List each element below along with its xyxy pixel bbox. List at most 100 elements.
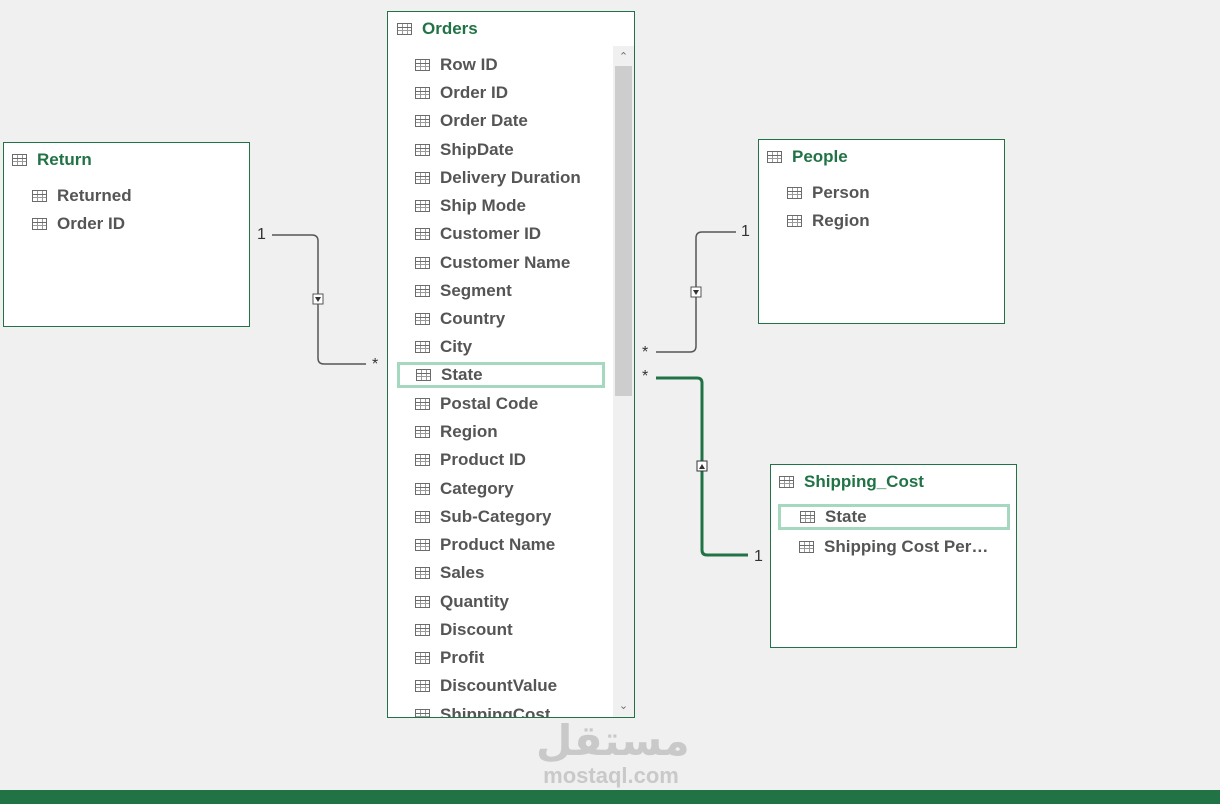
field-item[interactable]: Order ID [32,211,125,237]
cardinality-many-orders-return: * [372,356,379,373]
cardinality-many-orders-people: * [642,344,649,361]
field-item[interactable]: City [415,334,472,360]
field-label: Country [440,309,506,328]
scroll-down-icon[interactable]: ⌄ [618,700,629,712]
field-icon [415,87,430,99]
field-item[interactable]: Quantity [415,589,509,615]
field-item-selected[interactable]: State [778,504,1010,530]
field-label: State [441,365,483,384]
field-label: Postal Code [440,394,539,413]
table-header[interactable]: Orders [388,12,634,46]
field-icon [415,144,430,156]
field-item[interactable]: Shipping Cost Per… [799,534,988,560]
watermark-logo: مستقل mostaql.com [536,718,690,788]
table-card-shipping-cost[interactable]: Shipping_Cost State Shipping Cost Per… [770,464,1017,648]
relationship-arrow-icon [696,460,708,472]
field-item[interactable]: Customer Name [415,250,570,276]
field-label: Person [812,183,870,202]
field-item[interactable]: Order Date [415,108,528,134]
field-item[interactable]: Region [415,419,498,445]
field-item[interactable]: Delivery Duration [415,165,581,191]
field-item[interactable]: Segment [415,278,512,304]
field-icon [415,680,430,692]
field-label: Sales [440,563,485,582]
table-card-orders[interactable]: Orders Row ID Order ID Order Date ShipDa… [387,11,635,718]
field-item[interactable]: DiscountValue [415,673,557,699]
field-item[interactable]: Row ID [415,52,498,78]
table-title: Return [37,150,92,169]
field-label: Order ID [440,83,509,102]
field-item[interactable]: Category [415,476,514,502]
scroll-thumb[interactable] [615,66,632,396]
field-label: Order ID [57,214,126,233]
field-item[interactable]: Profit [415,645,484,671]
field-icon [415,398,430,410]
field-item[interactable]: Product ID [415,447,526,473]
field-label: ShippingCost [440,705,551,717]
table-header[interactable]: People [759,140,1004,174]
field-item[interactable]: Country [415,306,505,332]
field-icon [32,190,47,202]
field-label: Customer Name [440,253,571,272]
field-label: Row ID [440,55,498,74]
table-header[interactable]: Shipping_Cost [771,465,1016,499]
field-icon [415,200,430,212]
field-icon [415,228,430,240]
field-icon [415,426,430,438]
field-item[interactable]: Postal Code [415,391,538,417]
field-list[interactable]: Row ID Order ID Order Date ShipDate Deli… [388,46,613,717]
table-title: People [792,147,848,166]
field-icon [415,172,430,184]
field-label: Order Date [440,111,528,130]
field-icon [415,285,430,297]
scroll-up-icon[interactable]: ⌃ [618,51,629,63]
field-label: Quantity [440,592,509,611]
field-icon [415,539,430,551]
field-item[interactable]: Region [787,208,870,234]
field-label: Segment [440,281,512,300]
status-bar [0,790,1220,804]
field-icon [787,187,802,199]
table-card-people[interactable]: People Person Region [758,139,1005,324]
field-label: Customer ID [440,224,542,243]
field-icon [415,59,430,71]
relationship-arrow-icon [312,293,324,305]
field-icon [415,483,430,495]
field-item[interactable]: Returned [32,183,132,209]
field-label: Product Name [440,535,556,554]
field-item[interactable]: ShippingCost [415,702,550,717]
field-item[interactable]: Person [787,180,870,206]
field-icon [415,313,430,325]
table-title: Shipping_Cost [804,472,924,491]
field-item[interactable]: Ship Mode [415,193,526,219]
field-item[interactable]: Product Name [415,532,555,558]
table-icon [12,154,27,166]
table-header[interactable]: Return [4,143,249,177]
field-label: Returned [57,186,132,205]
field-label: City [440,337,473,356]
field-icon [415,115,430,127]
field-item[interactable]: Order ID [415,80,508,106]
field-item-selected[interactable]: State [397,362,605,388]
field-icon [416,369,431,381]
field-icon [415,624,430,636]
field-label: Region [812,211,870,230]
field-item[interactable]: ShipDate [415,137,514,163]
field-item[interactable]: Customer ID [415,221,541,247]
field-icon [787,215,802,227]
scrollbar[interactable]: ⌃ ⌄ [613,46,634,717]
field-icon [415,454,430,466]
field-label: DiscountValue [440,676,558,695]
table-card-return[interactable]: Return Returned Order ID [3,142,250,327]
field-icon [415,511,430,523]
cardinality-one-return: 1 [257,226,266,243]
cardinality-one-people: 1 [741,223,750,240]
field-icon [415,257,430,269]
watermark-latin: mostaql.com [543,763,679,788]
field-item[interactable]: Sales [415,560,484,586]
field-item[interactable]: Discount [415,617,513,643]
field-label: Profit [440,648,485,667]
field-icon [415,341,430,353]
relationship-arrow-icon [690,286,702,298]
field-item[interactable]: Sub-Category [415,504,551,530]
